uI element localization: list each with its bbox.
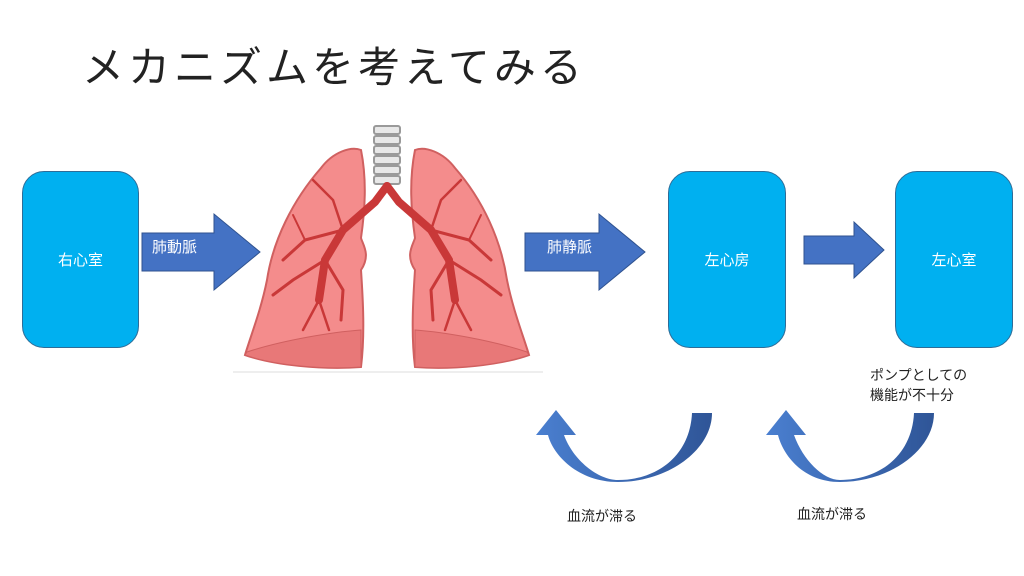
right-ventricle-box: 右心室	[22, 171, 139, 348]
backflow-arrow-left	[536, 410, 712, 482]
lungs-illustration	[233, 125, 543, 373]
pulmonary-vein-label: 肺静脈	[547, 238, 593, 256]
stagnation-label-right: 血流が滞る	[797, 507, 867, 523]
trachea-icon	[373, 125, 401, 185]
left-ventricle-label: 左心室	[931, 251, 977, 269]
pulmonary-artery-arrow	[141, 212, 261, 292]
left-ventricle-box: 左心室	[895, 171, 1013, 348]
left-atrium-box: 左心房	[668, 171, 786, 348]
pump-note-line2: 機能が不十分	[870, 388, 954, 404]
backflow-arrow-right	[766, 410, 934, 482]
bronchi-icon	[271, 178, 503, 332]
slide-title: メカニズムを考えてみる	[82, 43, 586, 92]
pump-note-line1: ポンプとしての	[870, 368, 968, 384]
left-atrium-label: 左心房	[704, 251, 750, 269]
atrium-to-ventricle-arrow	[803, 220, 885, 280]
pulmonary-vein-arrow	[524, 212, 646, 292]
pump-insufficiency-note: ポンプとしての 機能が不十分	[870, 366, 967, 406]
stagnation-label-left: 血流が滞る	[567, 509, 637, 525]
right-ventricle-label: 右心室	[57, 251, 103, 269]
pulmonary-artery-label: 肺動脈	[152, 238, 198, 256]
